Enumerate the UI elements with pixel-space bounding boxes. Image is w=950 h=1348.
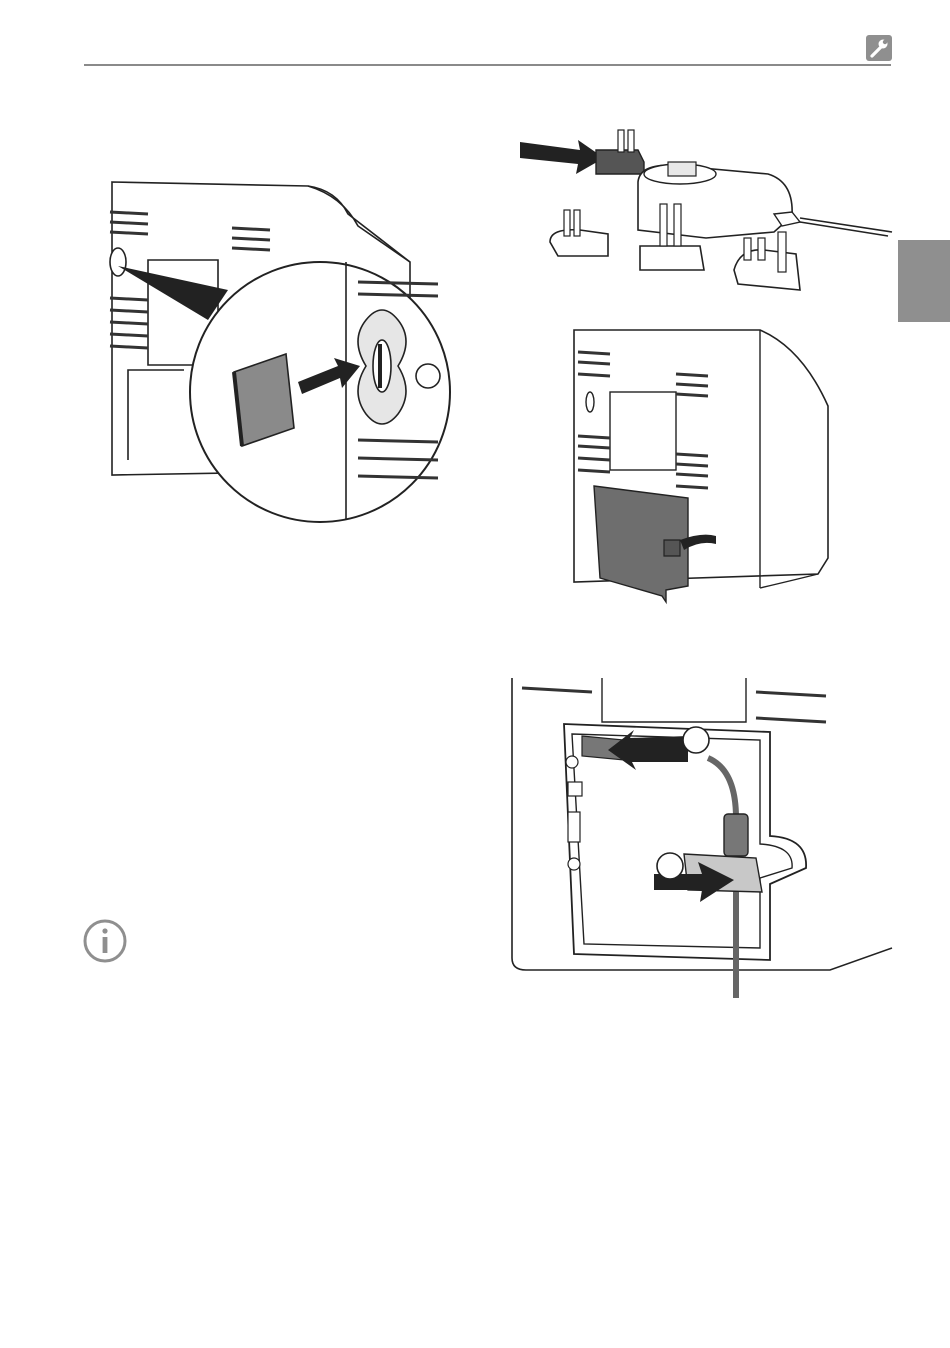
wrench-icon	[866, 35, 892, 61]
header-rule	[84, 64, 891, 66]
plug-adapters-figure	[520, 122, 892, 302]
sd-card-insert-figure	[98, 170, 458, 530]
cable-connection-figure	[512, 678, 892, 998]
info-icon	[82, 918, 128, 964]
chapter-side-tab	[898, 240, 950, 322]
device-back-cover-figure	[570, 326, 832, 606]
